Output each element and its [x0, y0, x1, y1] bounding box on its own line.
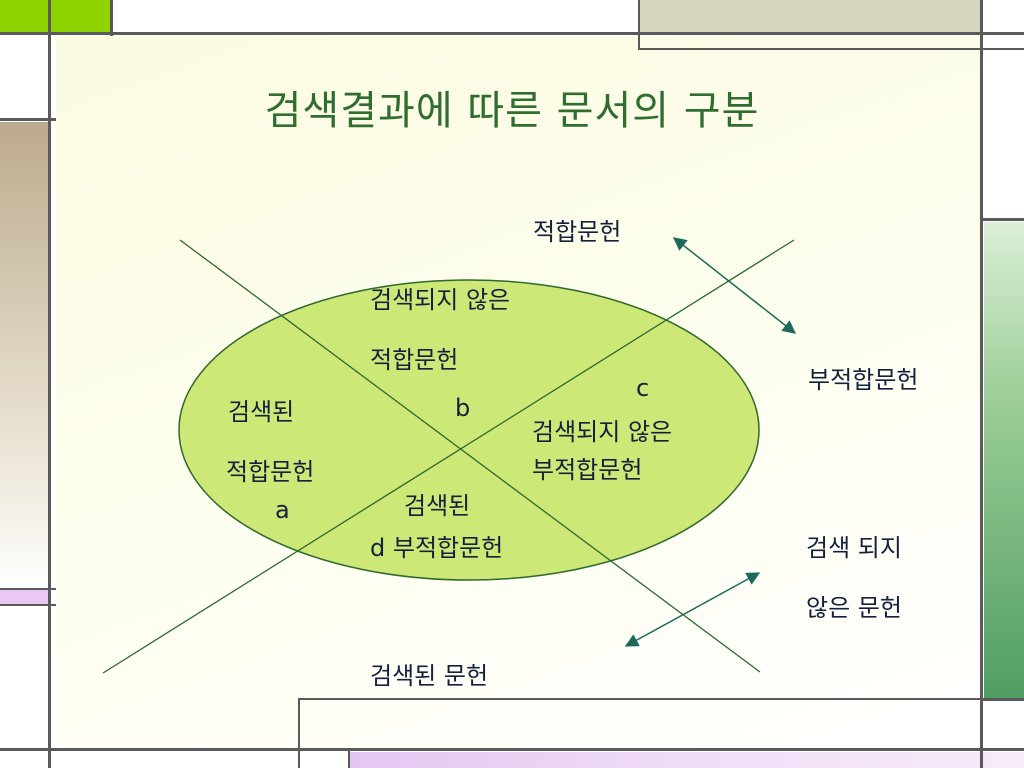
accent-sage-block-top [640, 0, 980, 32]
frame-line-v6 [348, 750, 350, 768]
label-b-line1: 검색되지 않은 [370, 286, 511, 314]
label-not-retrieved-line2: 않은 문헌 [806, 594, 902, 622]
label-c-letter: c [636, 374, 650, 402]
label-d-line2: d 부적합문헌 [370, 534, 504, 562]
accent-green-block [0, 0, 110, 32]
frame-line-h3 [0, 588, 56, 590]
accent-tan-block [0, 122, 48, 590]
frame-line-h6 [980, 218, 1024, 221]
frame-line-v4 [980, 0, 983, 768]
label-b-letter: b [455, 394, 471, 422]
frame-line-h4 [0, 604, 56, 606]
label-d-line1: 검색된 [404, 492, 471, 520]
label-not-retrieved-line1: 검색 되지 [806, 534, 902, 562]
label-a-line2: 적합문헌 [226, 458, 315, 486]
label-a-line1: 검색된 [228, 398, 295, 426]
frame-line-v3 [638, 0, 640, 50]
slide-title: 검색결과에 따른 문서의 구분 [264, 88, 760, 134]
frame-line-v2 [110, 0, 113, 36]
label-c-line1: 검색되지 않은 [532, 418, 673, 446]
label-c-line2: 부적합문헌 [532, 456, 643, 484]
frame-line-h5 [640, 48, 1024, 50]
arrow-relevance [672, 237, 797, 334]
frame-line-h8 [298, 698, 984, 700]
frame-line-h1 [0, 32, 1024, 35]
label-b-line2: 적합문헌 [370, 346, 459, 374]
frame-line-h2 [0, 118, 56, 121]
retrieved-ellipse [178, 279, 760, 581]
accent-teal-block [984, 222, 1024, 698]
frame-line-v1 [48, 0, 51, 768]
frame-line-v5 [298, 698, 300, 768]
arrow-retrieval [624, 572, 761, 647]
label-a-letter: a [275, 496, 290, 524]
label-retrieved: 검색된 문헌 [370, 662, 489, 690]
accent-lavender-strip-left [0, 590, 48, 604]
label-relevant: 적합문헌 [533, 218, 622, 246]
label-not-relevant: 부적합문헌 [808, 366, 919, 394]
accent-lavender-strip-bottom [350, 752, 1024, 768]
frame-line-h9 [0, 748, 1024, 751]
frame-line-h7 [980, 698, 1024, 701]
